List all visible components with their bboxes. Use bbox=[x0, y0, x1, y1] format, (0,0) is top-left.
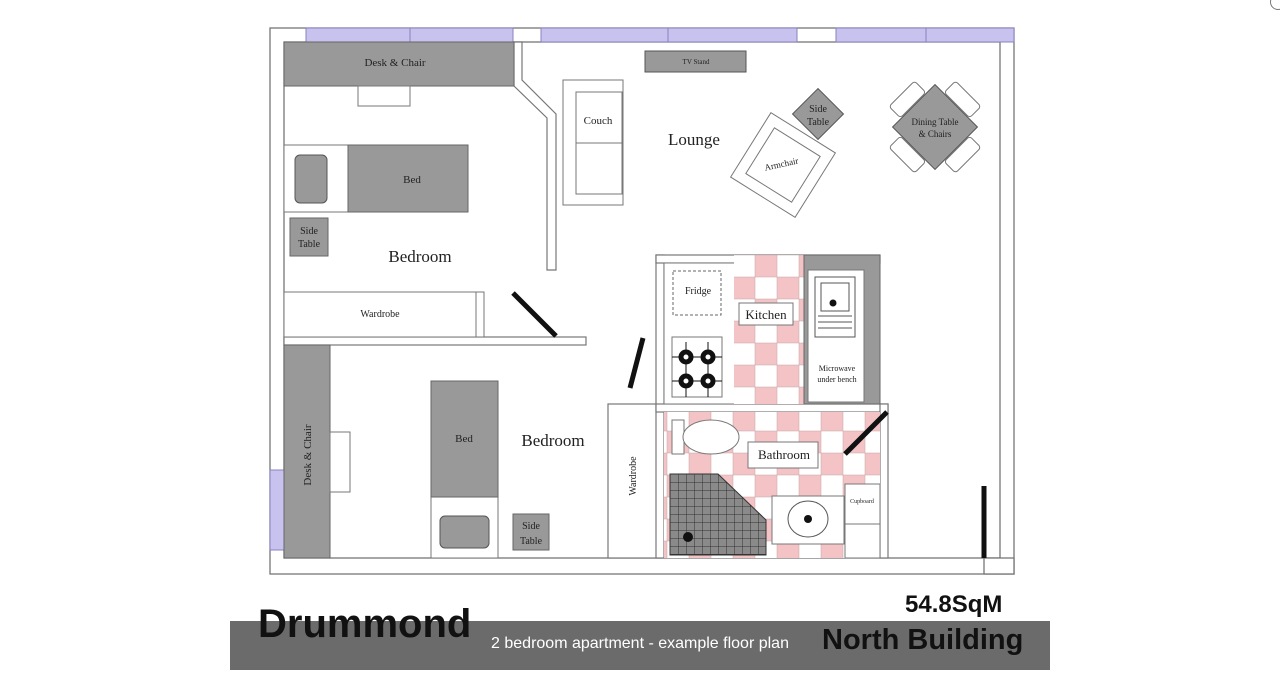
label-wardrobe-bottom: Wardrobe bbox=[628, 456, 639, 496]
caption-bar: 2 bedroom apartment - example floor plan bbox=[230, 621, 1050, 670]
desk-left bbox=[283, 344, 331, 559]
plan-area: 54.8SqM bbox=[905, 591, 1003, 618]
lounge-furniture bbox=[562, 50, 981, 219]
room-label-bathroom: Bathroom bbox=[758, 447, 810, 462]
label-fridge: Fridge bbox=[685, 286, 712, 297]
room-label-bedroom-top: Bedroom bbox=[388, 247, 451, 266]
side-table-lounge bbox=[791, 87, 845, 141]
bed-top bbox=[347, 144, 469, 213]
label-microwave-2: under bench bbox=[817, 375, 856, 384]
dining-table bbox=[889, 81, 981, 173]
bedroom-bottom-furniture bbox=[283, 344, 550, 559]
label-side-table-bottom-1: Side bbox=[522, 521, 540, 532]
furniture-labels: Desk & Chair Desk & Chair TV Stand Couch… bbox=[298, 57, 959, 547]
wardrobe-top bbox=[283, 291, 485, 338]
chair-top bbox=[357, 85, 411, 107]
label-wardrobe-top: Wardrobe bbox=[360, 309, 400, 320]
label-cupboard: Cupboard bbox=[850, 499, 874, 505]
room-labels: Lounge Bedroom Bedroom Kitchen Bathroom bbox=[388, 130, 810, 462]
bed-bottom bbox=[430, 380, 499, 498]
pillow-top bbox=[294, 154, 328, 204]
label-side-table-bottom-2: Table bbox=[520, 536, 543, 547]
label-dining-1: Dining Table bbox=[912, 117, 959, 127]
doors bbox=[511, 291, 987, 558]
cupboard bbox=[844, 483, 881, 525]
shower bbox=[669, 473, 767, 556]
caption-text: 2 bedroom apartment - example floor plan bbox=[491, 635, 789, 652]
room-label-bedroom-bottom: Bedroom bbox=[521, 431, 584, 450]
plan-name: Drummond bbox=[258, 602, 472, 646]
armchair bbox=[729, 111, 837, 219]
label-side-table-top-2: Table bbox=[298, 239, 321, 250]
side-table-bottom bbox=[512, 513, 550, 551]
label-side-table-lounge-2: Table bbox=[807, 117, 830, 128]
label-bed-top: Bed bbox=[403, 174, 421, 186]
bathroom bbox=[664, 412, 881, 559]
stove bbox=[671, 336, 723, 398]
room-label-kitchen: Kitchen bbox=[745, 307, 787, 322]
corner-circle-icon bbox=[1270, 0, 1280, 10]
label-couch: Couch bbox=[584, 115, 613, 127]
label-dining-2: & Chairs bbox=[919, 129, 952, 139]
label-tv-stand: TV Stand bbox=[683, 58, 710, 66]
tv-stand bbox=[644, 50, 747, 73]
fridge bbox=[672, 270, 722, 316]
label-side-table-top-1: Side bbox=[300, 226, 318, 237]
pillow-bottom bbox=[439, 515, 490, 549]
bedroom-top-furniture bbox=[283, 41, 515, 338]
windows bbox=[269, 27, 1015, 551]
stove-burners-icon bbox=[672, 342, 722, 397]
plan-building: North Building bbox=[822, 624, 1024, 656]
label-desk-chair-top: Desk & Chair bbox=[364, 57, 425, 69]
label-desk-chair-left: Desk & Chair bbox=[302, 424, 314, 485]
label-bed-bottom: Bed bbox=[455, 433, 473, 445]
label-microwave-1: Microwave bbox=[819, 364, 856, 373]
side-table-top bbox=[289, 217, 329, 257]
chair-left bbox=[329, 431, 351, 493]
room-label-lounge: Lounge bbox=[668, 130, 720, 149]
kitchen bbox=[663, 254, 881, 405]
toilet bbox=[671, 419, 685, 455]
label-side-table-lounge-1: Side bbox=[809, 104, 827, 115]
